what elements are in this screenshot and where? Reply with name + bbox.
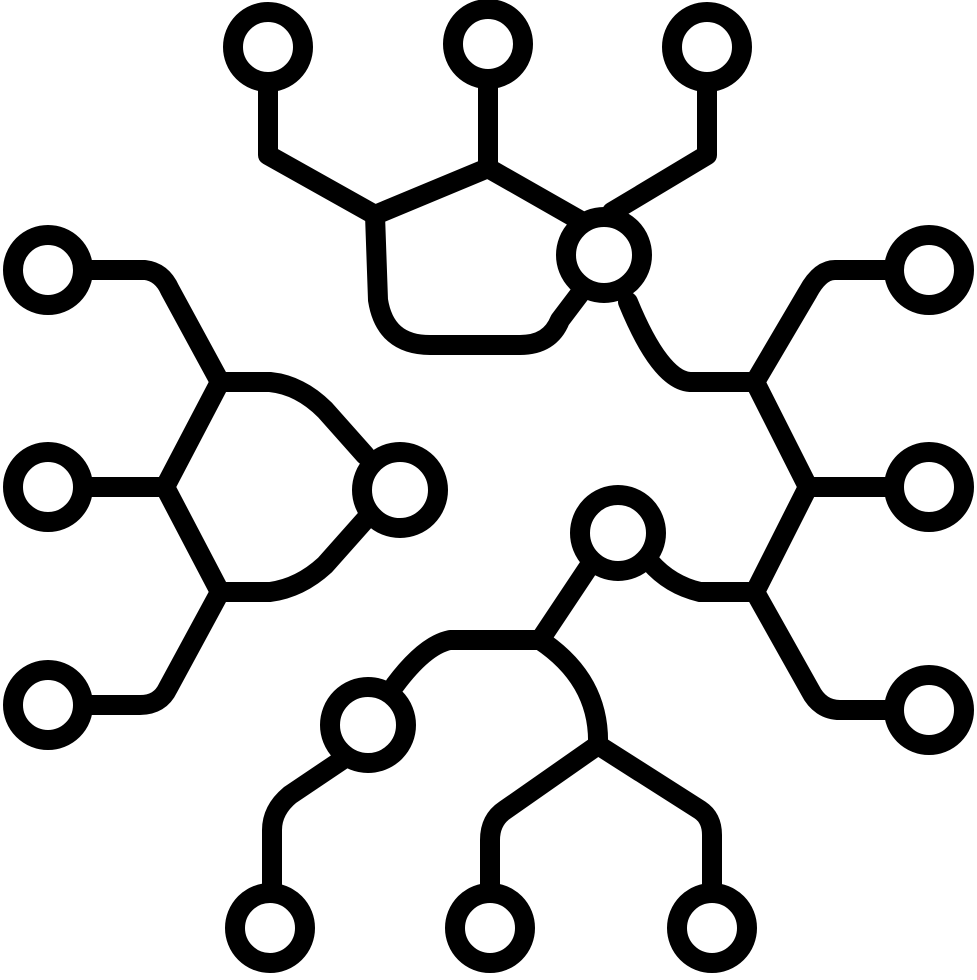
right-leaf-node-top [884,225,974,315]
top-leaf-node-right [662,2,752,92]
bottom-link-left-leaf [262,748,355,905]
bottom-link-middle-leaf [480,735,608,905]
bottom-link-to-hub [385,555,600,695]
right-link-to-hub [640,552,765,602]
top-leaf-node-middle [443,0,533,89]
bottom-leaf-node-middle [445,883,535,973]
left-link-upper [72,260,230,392]
bottom-leaf-node-right [667,883,757,973]
left-link-lower [72,477,375,715]
left-leaf-node-top [3,225,93,315]
right-leaf-node-bottom [884,665,974,755]
right-leaf-node-middle [884,442,974,532]
left-hub-node [352,442,448,538]
top-right-hub-node [556,207,652,303]
right-cluster [556,207,974,755]
top-leaf-node-left [223,2,313,92]
bottom-leaf-node-left [225,883,315,973]
left-link-middle [72,372,375,497]
top-pentagon-outline [365,158,598,355]
right-link-middle [745,372,903,497]
top-cluster [223,0,752,355]
bottom-left-hub-node [320,677,416,773]
top-link-right-leaf [602,70,717,222]
top-link-left-leaf [258,70,385,225]
bottom-cluster [225,485,757,973]
right-link-lower [745,477,903,720]
left-leaf-node-bottom [3,660,93,750]
left-cluster [3,225,448,750]
bottom-hub-node [570,485,666,581]
right-link-upper [618,260,903,392]
left-leaf-node-middle [3,442,93,532]
